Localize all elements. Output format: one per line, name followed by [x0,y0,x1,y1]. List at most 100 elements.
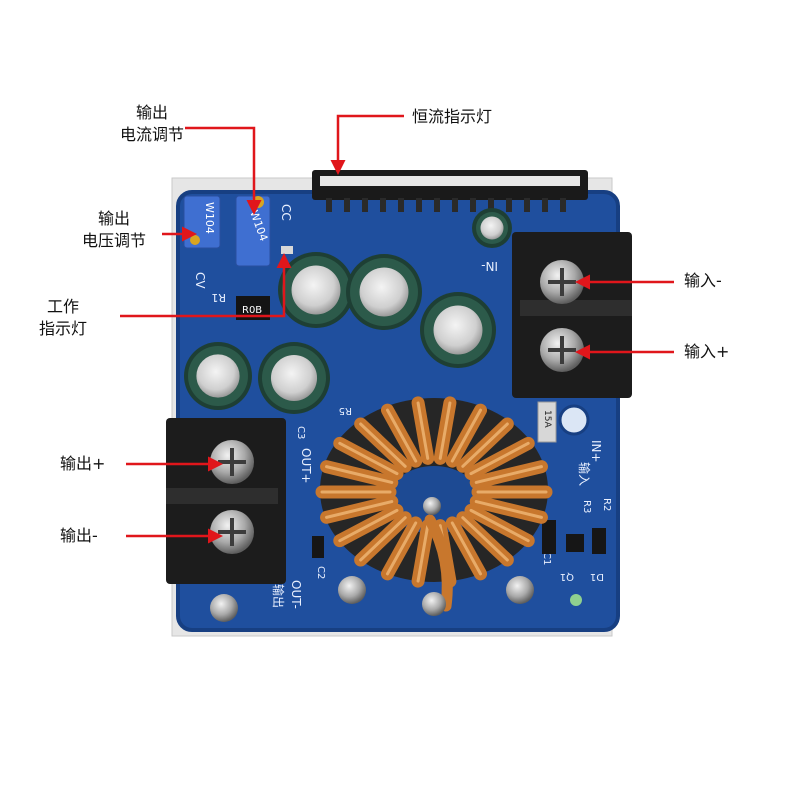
silk-c1: C1 [541,552,552,565]
silk-out-pos: OUT+ [299,448,313,484]
work-indicator-led [281,246,293,254]
ic-pin [524,198,530,212]
silk-in-pos: IN+ [589,440,603,463]
fuse-marking: 15A [542,410,552,428]
arrow-current-adjust [185,126,262,215]
ic-pin [398,198,404,212]
ic-pin [542,198,548,212]
ic-pin [560,198,566,212]
capacitor-top [196,354,240,398]
capacitor-group [184,208,512,414]
label-output-current-adjust-line1: 输出 [135,103,168,122]
copper-turn-highlight [469,441,530,476]
label-output-current-adjust: 输出 电流调节 [112,102,192,146]
ic-pin [452,198,458,212]
label-work-indicator: 工作 指示灯 [28,296,98,340]
ic-pin [326,198,332,212]
copper-turn-highlight [338,508,399,543]
silk-out-neg: OUT- [289,580,303,609]
capacitor-top [359,267,409,317]
diode-d1 [592,528,606,554]
copper-turn-highlight [338,441,399,476]
mounting-hole [558,404,590,436]
input-terminal-fin-top [520,300,632,316]
copper-turn-highlight [416,401,430,460]
copper-turn-highlight [474,500,543,519]
copper-turn-highlight [359,422,407,468]
copper-turn-highlight [385,521,418,576]
bottom-screw-right [506,576,534,604]
label-input-negative: 输入- [684,271,722,290]
copper-turn-highlight [461,516,509,562]
label-output-current-adjust-line2: 电流调节 [119,125,184,144]
ic-pin [344,198,350,212]
copper-turn-highlight [385,408,418,463]
label-output-voltage-adjust: 输出 电压调节 [70,208,158,252]
corner-screw [210,594,238,622]
copper-turn-highlight [325,465,394,484]
capacitor-top [480,216,504,240]
capacitor-top [291,265,341,315]
silk-r3: R3 [581,500,592,513]
silk-output-cn: 输出 [271,584,286,608]
copper-turn-highlight [450,408,483,463]
ic-pin [470,198,476,212]
copper-turn-highlight [474,465,543,484]
silk-input-cn: 输入 [577,462,592,486]
label-input-positive: 输入+ [684,342,730,361]
ic-pin [380,198,386,212]
label-output-voltage-adjust-line1: 输出 [97,209,130,228]
inductor-windings [315,396,553,612]
smd-cap-c1 [542,520,556,554]
copper-turn-highlight [359,516,407,562]
voltage-pot-screw [190,235,200,245]
pot-marking-voltage: W104 [203,202,216,234]
silk-cc: CC [279,204,293,221]
fuse [537,401,557,443]
arrow-work-indicator [120,253,292,318]
bottom-screw-left [338,576,366,604]
copper-turn-highlight [469,508,530,543]
label-output-negative: 输出- [60,526,98,545]
silk-cv: CV [193,272,207,289]
ic-pin [434,198,440,212]
label-output-voltage-adjust-line2: 电压调节 [81,231,146,250]
ic-pin [488,198,494,212]
label-work-indicator-line2: 指示灯 [38,319,87,338]
arrow-constant-current [330,114,404,175]
transistor-q1 [566,534,584,552]
copper-turn-highlight [325,500,394,519]
copper-turn-highlight [461,422,509,468]
label-output-positive: 输出+ [60,454,106,473]
silk-c2: C2 [315,566,326,579]
silk-q1: Q1 [560,571,574,582]
mounting-hole-small [570,594,582,606]
label-constant-current-indicator: 恒流指示灯 [412,107,493,126]
ic-pin [506,198,512,212]
ic-pins [326,198,566,212]
label-work-indicator-line1: 工作 [46,297,79,316]
capacitor-top [433,305,483,355]
silk-r5: R5 [339,405,352,416]
copper-turn-highlight [416,524,430,583]
silk-r2: R2 [601,498,612,511]
copper-lead [424,514,453,612]
ic-chip-highlight [320,176,580,186]
bottom-screw-mid [422,592,446,616]
silk-c3: C3 [295,426,306,439]
silk-d1: D1 [590,571,604,582]
silk-r1: R1 [211,291,226,304]
ic-pin [362,198,368,212]
input-positive-screw-slot [548,336,576,364]
input-negative-screw-slot [548,268,576,296]
capacitor-top [270,354,318,402]
ic-pin [416,198,422,212]
resistor-marking: R0B [242,305,262,316]
copper-turn-highlight [450,521,483,576]
smd-cap-c2 [312,536,324,558]
inductor-screw [423,497,441,515]
silk-in-neg: IN- [481,259,498,273]
output-terminal-fin [166,488,278,504]
